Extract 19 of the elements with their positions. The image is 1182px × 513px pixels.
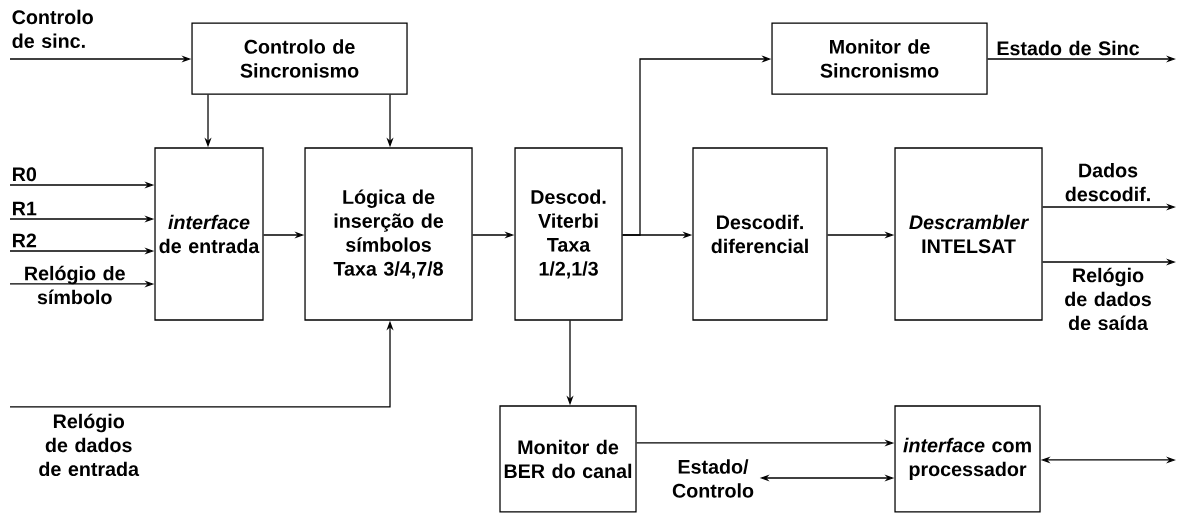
process-box: Descodif. diferencial (692, 147, 828, 321)
process-box: Controlo de Sincronismo (191, 22, 408, 95)
edge-label: Controlo de sinc. (12, 9, 93, 49)
edge-label: Relógio de símbolo (25, 265, 125, 305)
edge-label: Dados descodif. (1065, 162, 1150, 202)
edge-label: R1 (13, 201, 37, 216)
edge-label: Relógio de dados de entrada (39, 413, 140, 477)
edge-label: R2 (13, 233, 37, 248)
edge-label: Relógio de dados de saída (1065, 267, 1151, 331)
edge-label: R0 (13, 167, 37, 182)
process-box: Descod. Viterbi Taxa 1/2,1/3 (514, 147, 623, 321)
process-box: interface com processador (894, 405, 1041, 513)
process-box: Monitor de BER do canal (499, 405, 637, 513)
process-box: Lógica de inserção de símbolos Taxa 3/4,7/8 (304, 147, 473, 321)
process-box: Descrambler INTELSAT (894, 147, 1043, 321)
process-box: Monitor de Sincronismo (771, 22, 988, 95)
process-box: interface de entrada (154, 147, 264, 321)
edge-label: Estado de Sinc (997, 40, 1140, 56)
signal-label: Estado/ Controlo (672, 459, 754, 498)
